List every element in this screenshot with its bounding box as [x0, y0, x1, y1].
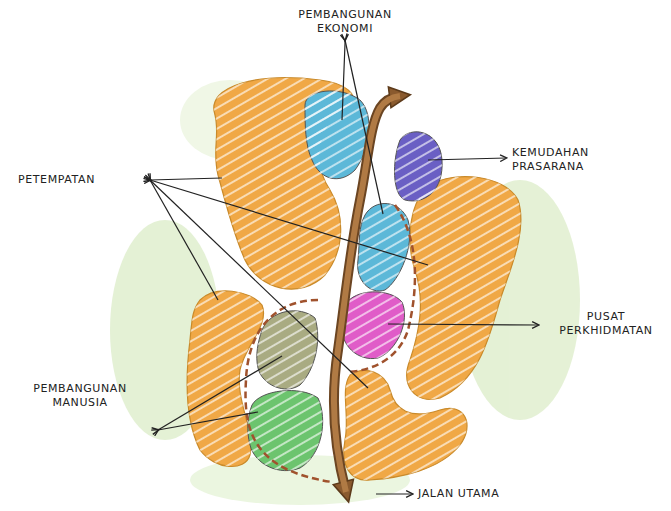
hatching — [187, 78, 521, 480]
settlement-blobs — [187, 78, 521, 480]
area-label: PUSAT PERKHIDMATAN — [546, 310, 666, 338]
local-road — [246, 205, 415, 482]
area-label: JALAN UTAMA — [418, 487, 558, 501]
green-ground — [110, 80, 580, 505]
area-label: KEMUDAHAN PRASARANA — [512, 146, 630, 174]
area-label: PEMBANGUNAN EKONOMI — [290, 8, 400, 36]
area-label: PETEMPATAN — [18, 173, 148, 187]
leader-lines — [150, 40, 538, 494]
area-label: PEMBANGUNAN MANUSIA — [14, 382, 146, 410]
main-road — [334, 96, 400, 492]
